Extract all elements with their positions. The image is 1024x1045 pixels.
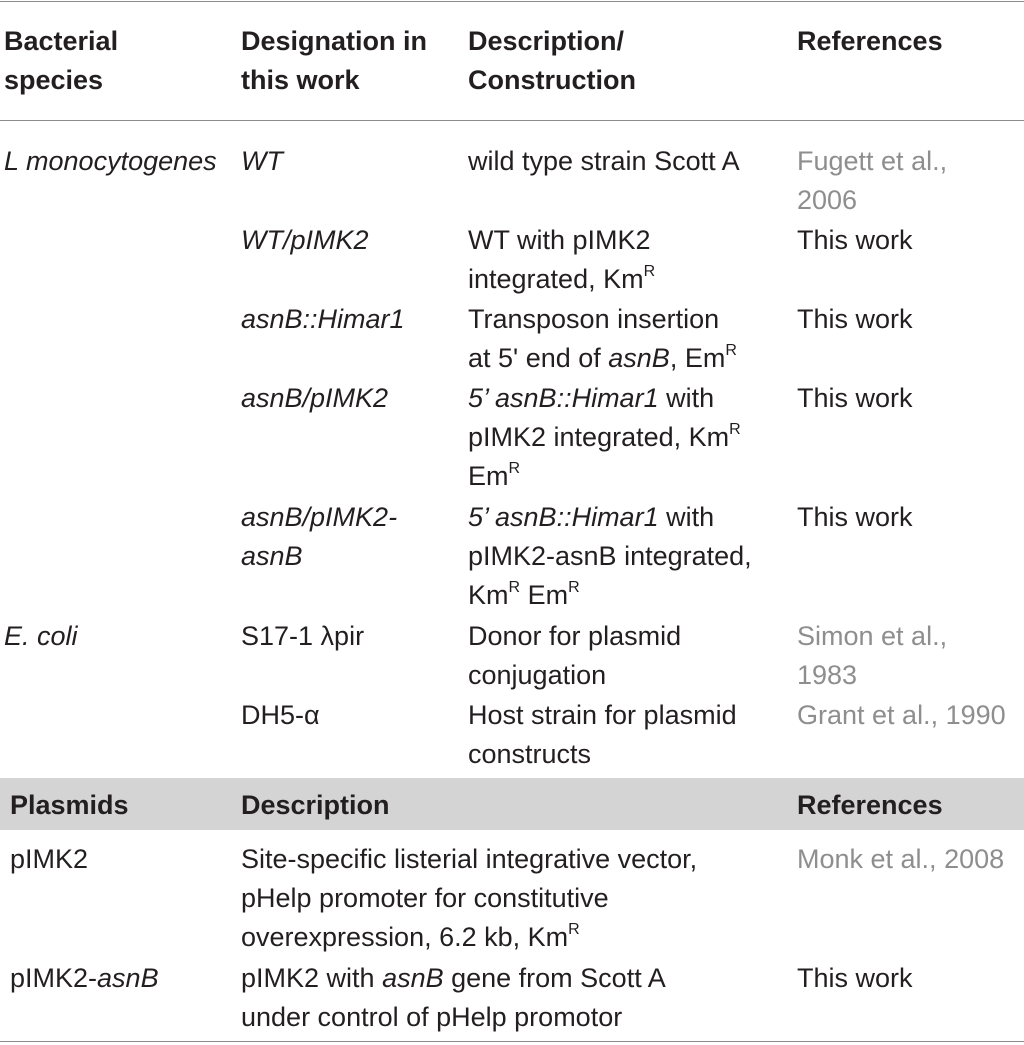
description-line: 5’ asnB::Himar1 with <box>468 498 752 537</box>
description-line: overexpression, 6.2 kb, KmR <box>241 918 697 957</box>
description-pimk2-asnb: pIMK2 with asnB gene from Scott A under … <box>241 959 666 1037</box>
superscript-r: R <box>568 921 580 938</box>
description-line: pHelp promoter for constitutive <box>241 883 609 913</box>
bottom-rule <box>0 1041 1024 1042</box>
description-asnb-pimk2: 5’ asnB::Himar1 with pIMK2 integrated, K… <box>468 379 741 496</box>
header-col1-line1: Bacterial <box>4 26 119 56</box>
gene-name: asnB <box>608 343 670 373</box>
description-text: Em <box>520 580 569 610</box>
designation-s17-1: S17-1 λpir <box>241 621 365 651</box>
gene-name: asnB <box>97 963 159 993</box>
header-col2-line2: this work <box>241 65 360 95</box>
header-bacterial-species: Bacterial species <box>4 22 118 100</box>
plasmid-pimk2-asnb: pIMK2-asnB <box>10 959 159 998</box>
description-line: KmR EmR <box>468 576 752 615</box>
description-text: gene from Scott A <box>443 963 666 993</box>
header-references: References <box>797 26 943 56</box>
description-text: pIMK2 with <box>241 963 383 993</box>
description-line: pIMK2 integrated, KmR <box>468 418 741 457</box>
description-line: WT with pIMK2 <box>468 225 651 255</box>
description-wt: wild type strain Scott A <box>468 146 740 176</box>
header-rule <box>0 120 1024 121</box>
designation-line: asnB <box>241 541 303 571</box>
description-line: Transposon insertion <box>468 304 720 334</box>
description-text: pIMK2 integrated, Km <box>468 422 730 452</box>
superscript-r: R <box>568 579 580 596</box>
description-dh5-alpha: Host strain for plasmid constructs <box>468 696 737 774</box>
species-e-coli: E. coli <box>4 621 78 651</box>
species-l-monocytogenes: L monocytogenes <box>4 146 217 176</box>
header-designation: Designation in this work <box>241 22 427 100</box>
superscript-r: R <box>508 579 521 596</box>
superscript-r: R <box>729 421 741 438</box>
plasmid-name-text: pIMK2- <box>10 963 98 993</box>
reference-fugett: Fugett et al., 2006 <box>797 142 947 220</box>
superscript-r: R <box>725 342 737 359</box>
reference-fugett-line1: Fugett et al., <box>797 146 948 176</box>
description-line: Site-specific listerial integrative vect… <box>241 844 698 874</box>
description-asnb-pimk2-asnb: 5’ asnB::Himar1 with pIMK2-asnB integrat… <box>468 498 752 615</box>
designation-asnb-pimk2-asnb: asnB/pIMK2- asnB <box>241 498 397 576</box>
description-line: 5’ asnB::Himar1 with <box>468 379 741 418</box>
description-line: conjugation <box>468 660 607 690</box>
description-text: Km <box>468 580 509 610</box>
description-s17-1: Donor for plasmid conjugation <box>468 617 681 695</box>
designation-asnb-pimk2: asnB/pIMK2 <box>241 383 389 413</box>
reference-line: 1983 <box>797 660 858 690</box>
description-pimk2: Site-specific listerial integrative vect… <box>241 840 697 957</box>
description-text: Em <box>468 461 509 491</box>
designation-line: asnB/pIMK2- <box>241 502 398 532</box>
designation-dh5-alpha: DH5-α <box>241 700 320 730</box>
description-text: at 5' end of <box>468 343 609 373</box>
designation-wt: WT <box>241 146 283 176</box>
description-line: pIMK2 with asnB gene from Scott A <box>241 959 666 998</box>
description-text: with <box>658 383 715 413</box>
gene-name: 5’ asnB::Himar1 <box>468 502 659 532</box>
header-col1-line2: species <box>4 65 104 95</box>
header-plasmid-references: References <box>797 790 943 820</box>
reference-simon: Simon et al., 1983 <box>797 617 947 695</box>
description-line: Host strain for plasmid <box>468 700 737 730</box>
description-line: Donor for plasmid <box>468 621 682 651</box>
superscript-r: R <box>508 460 521 477</box>
designation-asnb-himar1: asnB::Himar1 <box>241 304 405 334</box>
header-plasmids: Plasmids <box>10 790 129 820</box>
designation-wt-pimk2: WT/pIMK2 <box>241 225 369 255</box>
plasmids-header-band <box>0 778 1024 830</box>
header-col3-line2: Construction <box>468 65 636 95</box>
description-line: constructs <box>468 739 592 769</box>
reference-fugett-line2: 2006 <box>797 185 858 215</box>
reference-this-work: This work <box>797 225 913 255</box>
header-description: Description/ Construction <box>468 22 636 100</box>
header-col2-line1: Designation in <box>241 26 428 56</box>
reference-this-work: This work <box>797 383 913 413</box>
description-line: pIMK2-asnB integrated, <box>468 541 752 571</box>
header-plasmid-description: Description <box>241 790 390 820</box>
gene-name: asnB <box>382 963 444 993</box>
gene-name: 5’ asnB::Himar1 <box>468 383 659 413</box>
header-col3-line1: Description/ <box>468 26 625 56</box>
description-text: , Em <box>669 343 726 373</box>
description-line: at 5' end of asnB, EmR <box>468 339 737 378</box>
description-line: integrated, KmR <box>468 260 655 299</box>
reference-grant: Grant et al., 1990 <box>797 700 1006 730</box>
reference-monk: Monk et al., 2008 <box>797 844 1005 874</box>
description-asnb-himar1: Transposon insertion at 5' end of asnB, … <box>468 300 737 378</box>
reference-line: Simon et al., <box>797 621 948 651</box>
description-line: EmR <box>468 457 741 496</box>
reference-this-work: This work <box>797 963 913 993</box>
reference-this-work: This work <box>797 502 913 532</box>
description-text: overexpression, 6.2 kb, Km <box>241 922 569 952</box>
description-wt-pimk2: WT with pIMK2 integrated, KmR <box>468 221 655 299</box>
description-text: integrated, Km <box>468 264 644 294</box>
superscript-r: R <box>643 263 656 280</box>
description-line: under control of pHelp promotor <box>241 1002 623 1032</box>
top-rule <box>0 1 1024 2</box>
plasmid-pimk2: pIMK2 <box>10 844 89 874</box>
description-text: with <box>658 502 715 532</box>
reference-this-work: This work <box>797 304 913 334</box>
